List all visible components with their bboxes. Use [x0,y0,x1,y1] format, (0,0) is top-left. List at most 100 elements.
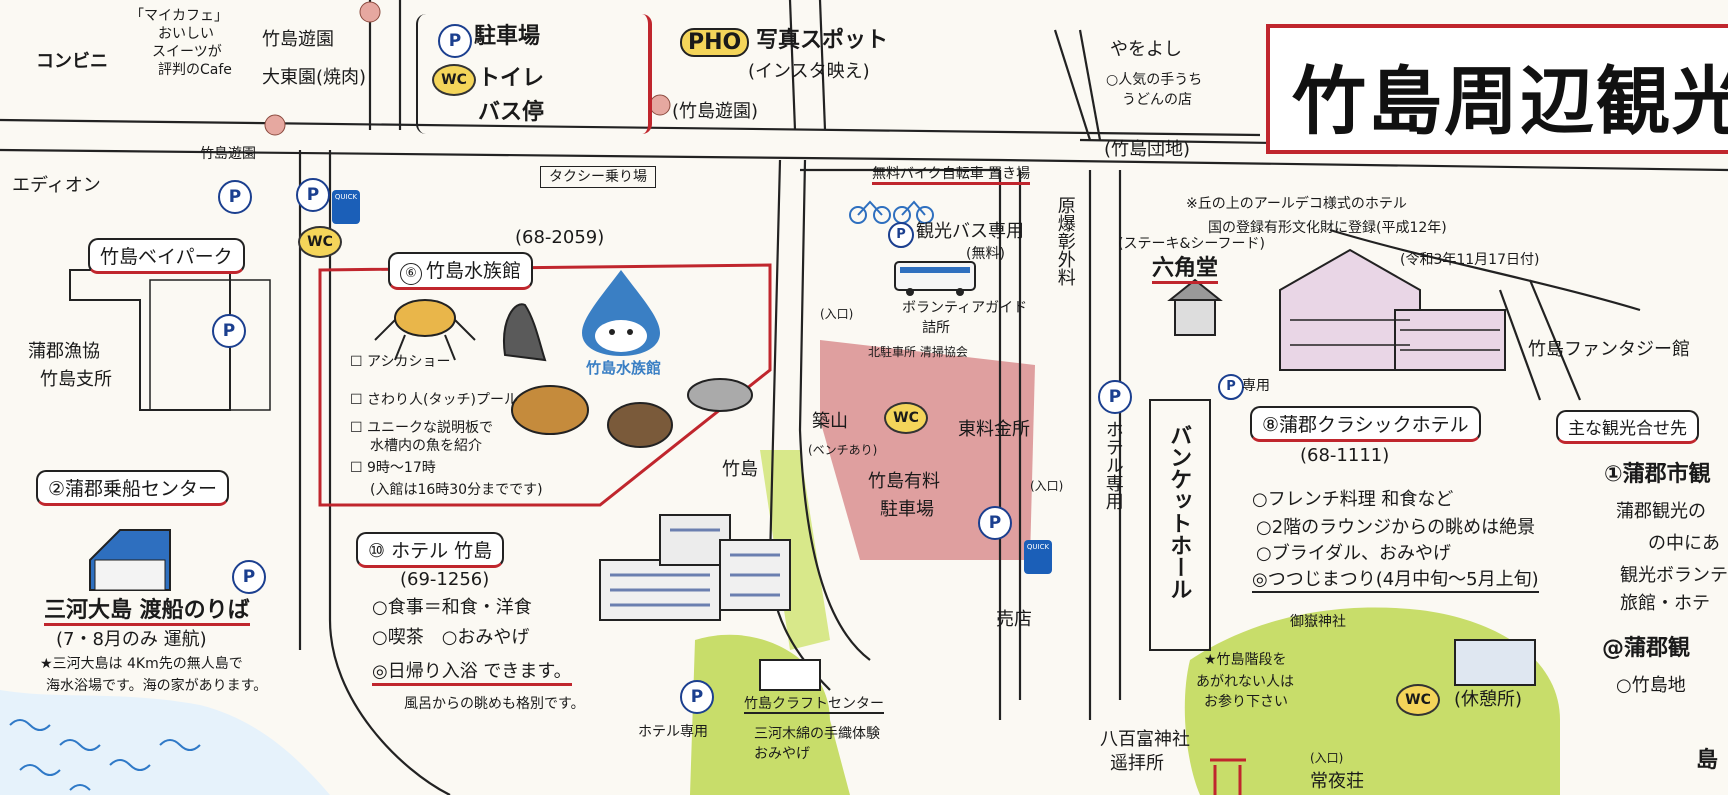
label-my-cafe-3: スイーツが [152,44,222,60]
label-volunteer-2: 詰所 [922,320,950,336]
label-steak: (ステーキ&シーフード) [1118,236,1266,252]
label-free-bike: 無料バイク自転車 置き場 [872,166,1031,186]
label-volunteer: ボランティアガイド [902,300,1028,316]
label-toryo: 東料金所 [958,419,1030,440]
label-mikawa-period: (7・8月のみ 運航) [56,629,207,650]
aquarium-boundary [318,263,772,507]
label-bench: (ベンチあり) [808,443,878,457]
label-classic-item-1: ○フレンチ料理 和食など [1252,489,1454,510]
label-yaomiya-2: 遥拝所 [1110,753,1164,774]
label-aq-item-3b: 水槽内の魚を紹介 [370,438,482,454]
label-sawayoshi-2: ○人気の手うち [1106,72,1203,88]
label-city: ①蒲郡市観 [1604,462,1711,487]
label-tourist-bus-free: (無料) [966,246,1005,262]
parking-pin: P [888,222,914,248]
label-convenience: コンビニ [36,51,108,72]
parking-pin: P [978,506,1012,540]
label-kaidan-3: お参り下さい [1204,694,1288,710]
legend-toilet: トイレ [478,66,545,91]
label-aq-item-5: (入館は16時30分までです) [370,482,543,498]
label-free-parking-2: 駐車場 [880,499,934,520]
label-reiwa: (令和3年11月17日付) [1400,252,1540,268]
green-area-center [690,634,850,795]
legend-box [416,14,652,134]
box-bayside-park: 竹島ベイパーク [88,238,245,274]
label-hts-item-1: ○食事＝和食・洋食 [372,597,532,618]
label-only: 専用 [1242,378,1270,394]
label-hotel-only: ホテル専用 [638,724,708,740]
label-entrance-3: (入口) [1310,751,1344,765]
label-gamagori-center: 蒲郡乗船センター [65,478,218,500]
box-hotel-takeshima: ⑩ ホテル 竹島 [356,532,505,568]
label-daitoen: 大東園(焼肉) [262,67,367,88]
label-fantasia: 竹島ファンタジー館 [1528,339,1690,360]
sea-area [0,690,330,795]
label-city-7: ○竹島地 [1616,675,1686,696]
label-aq-item-2: ☐ さわり人(タッチ)プール [350,392,518,408]
label-takeshima-amusement-3: 竹島遊園 [200,146,256,162]
label-shrine: 御嶽神社 [1290,614,1346,630]
label-tourist-bus: 観光バス専用 [916,221,1024,242]
torii-icon [1210,758,1246,795]
label-entrance: (入口) [820,307,854,321]
label-genbaku: 原爆彰外料 [1054,196,1076,286]
ferry-building [89,529,171,591]
wc-icon: WC [298,226,342,258]
label-takeshima-danchi: (竹島団地) [1104,139,1191,160]
parking-pin: P [212,314,246,348]
label-aq-item-3: ☐ ユニークな説明板で [350,420,494,436]
parking-icon: P [438,24,472,58]
aquarium-logo-icon [582,270,660,356]
quick-icon: QUICK [1024,540,1052,574]
bus-illustration [894,261,976,296]
label-classic-item-2: ○2階のラウンジからの眺めは絶景 [1256,517,1536,538]
label-fishery-2: 竹島支所 [40,369,112,390]
quick-icon: QUICK [332,190,360,224]
label-kaidan-2: あがれない人は [1196,674,1294,690]
legend-photo-spot: 写真スポット [756,28,889,53]
classic-hotel-building [1279,248,1506,371]
label-bayside-park: 竹島ベイパーク [100,246,233,268]
legend-photo-note: (インスタ映え) [748,61,870,82]
parking-pin: P [232,560,266,594]
parking-pin: P [296,178,330,212]
label-takeshima-bridge: 竹島 [722,459,758,480]
label-artdeco-1: ※丘の上のアールデコ様式のホテル [1186,196,1407,212]
label-hts-item-4: 風呂からの眺めも格別です。 [404,696,585,712]
label-craft-1: 竹島クラフトセンター [744,696,884,715]
label-city-6: @蒲郡観 [1602,636,1691,661]
label-classic: 蒲郡クラシックホテル [1279,414,1469,436]
label-takeshima-amusement: 竹島遊園 [262,29,334,50]
label-gamagori-center-num: ② [48,478,66,500]
label-taxi: タクシー乗り場 [540,166,656,189]
pink-bulb-icons [264,1,671,136]
wc-icon: WC [884,402,928,434]
label-rest: 売店 [996,609,1032,630]
label-rokkakudo: 六角堂 [1152,256,1219,285]
waves [9,719,201,791]
paid-parking-area [820,340,1035,560]
bayside-park-inner [149,279,271,411]
label-aq-item-4: ☐ 9時～17時 [350,460,436,476]
label-hotel-only-2: ホテル専用 [1102,420,1124,510]
label-classic-num: ⑧ [1262,414,1280,436]
label-classic-item-4: ◎つつじまつり(4月中旬～5月上旬) [1252,569,1539,593]
parking-pin: P [1098,380,1132,414]
label-artdeco-2: 国の登録有形文化財に登録(平成12年) [1208,220,1447,236]
label-craft-3: おみやげ [754,746,810,762]
label-mikawa-note-2: 海水浴場です。海の家があります。 [46,678,268,694]
green-strip [760,450,830,650]
aquarium-animals [374,299,753,448]
label-sawayoshi-3: うどんの店 [1122,92,1192,108]
banquet-hall-outline [1149,399,1211,651]
label-jouyaso: 常夜荘 [1310,771,1364,792]
map-title: 竹島周辺観光 [1266,24,1728,154]
label-kaidan-1: ★竹島階段を [1204,652,1287,668]
label-classic-phone: (68-1111) [1300,445,1390,466]
label-eneos: エディオン [12,175,101,196]
label-meeting: 主な観光合せ先 [1568,419,1687,439]
label-mikawa-note-1: ★三河大島は 4Km先の無人島で [40,656,243,672]
label-entrance-2: (入口) [1030,479,1064,493]
label-city-5: 旅館・ホテ [1620,593,1710,614]
